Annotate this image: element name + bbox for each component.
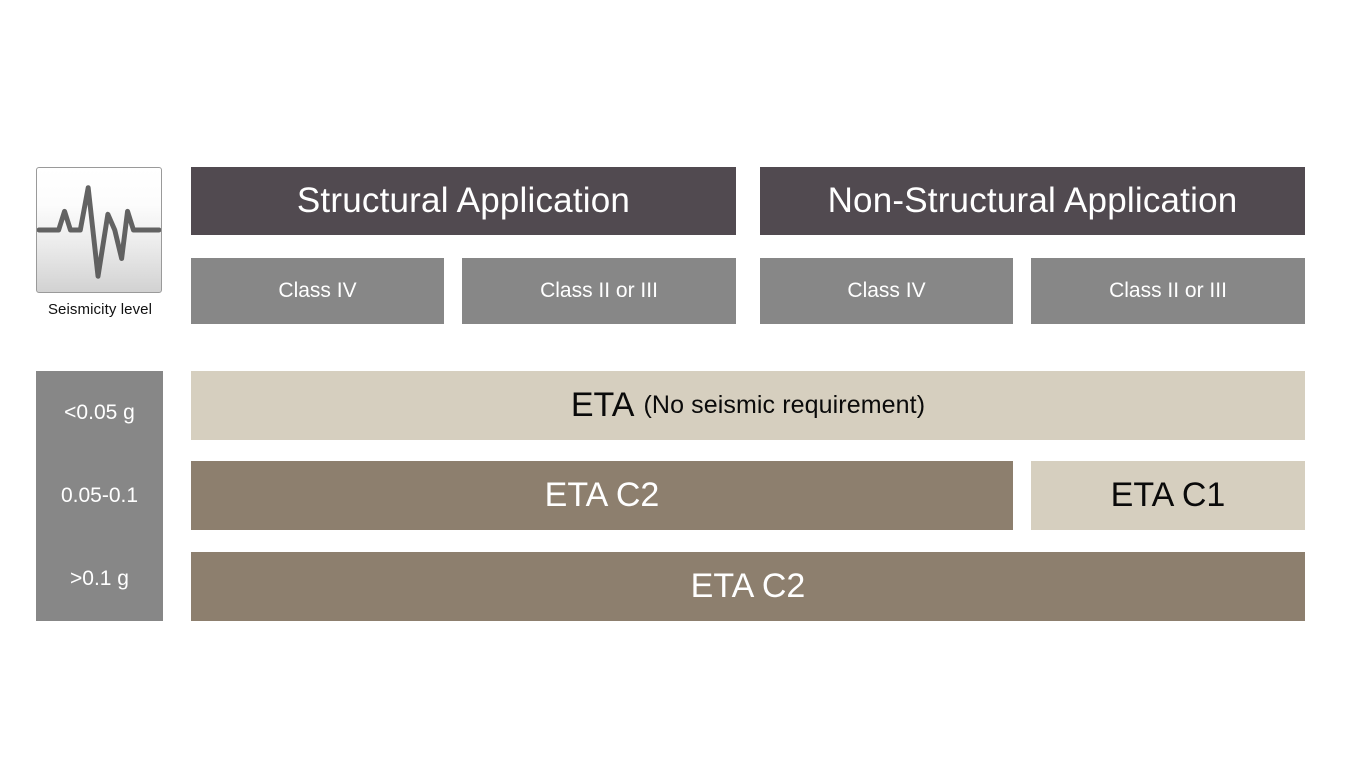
seismicity-legend: Seismicity level xyxy=(36,167,164,318)
class-bar-structural-class-ii-iii: Class II or III xyxy=(462,258,736,324)
eta-cell-row-medium-c2: ETA C2 xyxy=(191,461,1013,530)
class-bar-structural-class-ii-iii-label: Class II or III xyxy=(540,279,658,302)
eta-cell-row-medium-c2-label: ETA C2 xyxy=(544,476,660,514)
seismicity-scale-column: <0.05 g 0.05-0.1 >0.1 g xyxy=(36,371,163,621)
seismicity-level-low-label: <0.05 g xyxy=(64,400,135,424)
seismicity-level-medium-label: 0.05-0.1 xyxy=(60,483,139,507)
eta-cell-row-low-sublabel: (No seismic requirement) xyxy=(643,391,926,419)
seismogram-waveform-icon xyxy=(36,167,162,293)
class-bar-non-structural-class-ii-iii-label: Class II or III xyxy=(1109,279,1227,302)
class-bar-structural-class-iv: Class IV xyxy=(191,258,444,324)
seismicity-level-low: <0.05 g xyxy=(36,371,163,454)
seismicity-level-high-label: >0.1 g xyxy=(70,567,129,591)
seismicity-legend-label: Seismicity level xyxy=(47,301,153,318)
eta-cell-row-low-all: ETA (No seismic requirement) xyxy=(191,371,1305,440)
class-bar-non-structural-class-ii-iii: Class II or III xyxy=(1031,258,1305,324)
eta-cell-row-medium-c1: ETA C1 xyxy=(1031,461,1305,530)
column-header-structural-label: Structural Application xyxy=(296,181,631,220)
column-header-structural: Structural Application xyxy=(191,167,736,235)
class-bar-non-structural-class-iv-label: Class IV xyxy=(847,279,926,302)
seismicity-level-high: >0.1 g xyxy=(36,538,163,621)
eta-cell-row-high-c2-label: ETA C2 xyxy=(690,567,806,605)
seismicity-level-medium: 0.05-0.1 xyxy=(36,454,163,537)
column-header-non-structural: Non-Structural Application xyxy=(760,167,1305,235)
eta-cell-row-high-c2: ETA C2 xyxy=(191,552,1305,621)
eta-cell-row-medium-c1-label: ETA C1 xyxy=(1110,476,1226,514)
column-header-non-structural-label: Non-Structural Application xyxy=(827,181,1238,220)
class-bar-non-structural-class-iv: Class IV xyxy=(760,258,1013,324)
class-bar-structural-class-iv-label: Class IV xyxy=(278,279,357,302)
eta-cell-row-low-label: ETA xyxy=(570,386,635,424)
